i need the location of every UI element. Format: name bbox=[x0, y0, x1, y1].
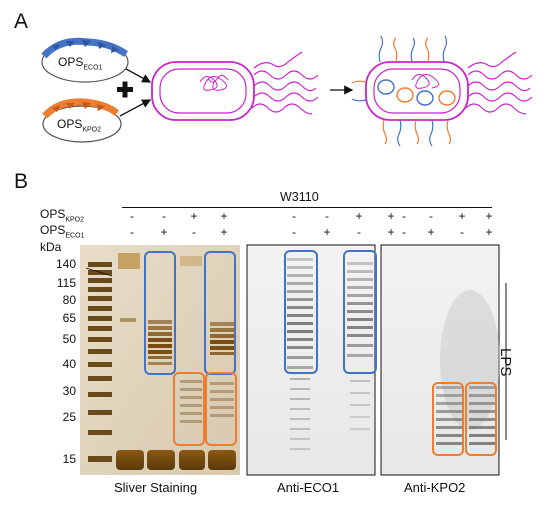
kda-marker-label: 80 bbox=[62, 293, 76, 307]
kda-marker-label: 115 bbox=[56, 276, 76, 290]
lane-sign: + bbox=[220, 225, 228, 239]
kda-marker-label: 30 bbox=[62, 384, 76, 398]
kda-marker-label: 50 bbox=[62, 332, 76, 346]
strain-underline bbox=[122, 207, 492, 208]
lane-sign: + bbox=[387, 225, 395, 239]
anti-eco1-blot bbox=[246, 244, 377, 476]
lane-sign: - bbox=[357, 225, 361, 239]
arrow-icon bbox=[125, 68, 152, 83]
silver-stain-blot bbox=[80, 245, 240, 475]
plasmid-kpo2 bbox=[42, 98, 122, 143]
plus-icon bbox=[117, 81, 133, 98]
kda-marker-label: 25 bbox=[62, 410, 76, 424]
lane-sign: - bbox=[292, 225, 296, 239]
lane-sign: - bbox=[162, 209, 166, 223]
lane-sign: + bbox=[190, 209, 198, 223]
kda-marker-label: 40 bbox=[62, 357, 76, 371]
strain-label: W3110 bbox=[280, 190, 319, 204]
lane-sign: + bbox=[485, 225, 493, 239]
lane-sign: - bbox=[402, 209, 406, 223]
lane-sign: - bbox=[429, 209, 433, 223]
lane-sign: + bbox=[458, 209, 466, 223]
anti-kpo2-blot bbox=[380, 244, 500, 476]
bacterium-after bbox=[351, 35, 533, 147]
lane-sign: - bbox=[325, 209, 329, 223]
panel-b-letter: B bbox=[14, 170, 29, 193]
lane-sign: - bbox=[192, 225, 196, 239]
lane-sign: + bbox=[485, 209, 493, 223]
lane-sign: - bbox=[292, 209, 296, 223]
lane-sign: + bbox=[387, 209, 395, 223]
kda-marker-label: 140 bbox=[55, 257, 76, 271]
plasmid-kpo2-label: OPSKPO2 bbox=[57, 117, 102, 134]
kda-marker-label: 65 bbox=[62, 311, 76, 325]
arrow-icon bbox=[119, 99, 152, 117]
lane-sign: - bbox=[130, 225, 134, 239]
plasmid-eco1-label: OPSECO1 bbox=[58, 55, 103, 72]
lane-sign: + bbox=[427, 225, 435, 239]
lane-sign: - bbox=[460, 225, 464, 239]
panel-a-letter: A bbox=[14, 10, 29, 33]
caption-anti-eco1: Anti-ECO1 bbox=[277, 480, 340, 495]
lane-sign: - bbox=[130, 209, 134, 223]
caption-anti-kpo2: Anti-KPO2 bbox=[404, 480, 466, 495]
caption-silver-staining: Sliver Staining bbox=[114, 480, 198, 495]
lane-sign: + bbox=[160, 225, 168, 239]
kda-label: kDa bbox=[40, 240, 62, 254]
bacterium-before bbox=[151, 51, 319, 121]
lane-sign: + bbox=[220, 209, 228, 223]
lane-sign: + bbox=[323, 225, 331, 239]
lps-label: LPS bbox=[497, 348, 514, 377]
kda-marker-label: 15 bbox=[62, 452, 76, 466]
ops-kpo2-row-label: OPSKPO2 bbox=[40, 207, 85, 224]
ops-eco1-row-label: OPSECO1 bbox=[40, 223, 85, 240]
lane-sign: + bbox=[355, 209, 363, 223]
lane-sign: - bbox=[402, 225, 406, 239]
plasmid-eco1 bbox=[41, 37, 129, 83]
